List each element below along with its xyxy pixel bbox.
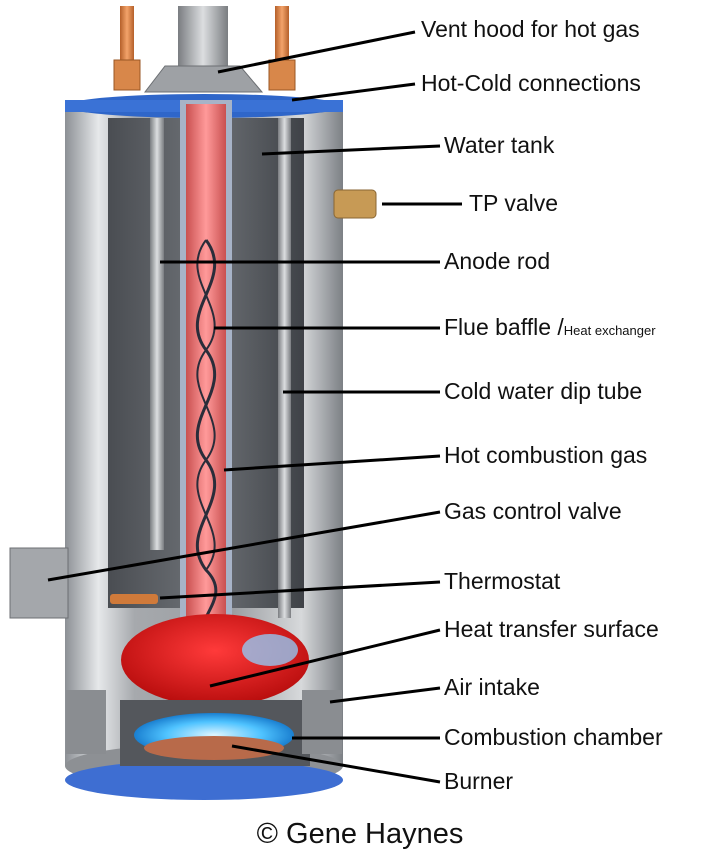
label-thermostat: Thermostat — [444, 568, 561, 594]
dip-tube — [278, 118, 291, 618]
label-flue-baffle-text: Flue baffle / — [444, 314, 564, 340]
label-hot-cold-connections: Hot-Cold connections — [421, 70, 641, 96]
air-intake-left — [66, 690, 106, 754]
gas-control-valve — [9, 547, 69, 619]
hot-water-pipe — [120, 6, 134, 66]
tank-bottom-rim — [65, 760, 343, 800]
cold-water-plume — [242, 634, 298, 666]
label-heat-transfer-surface: Heat transfer surface — [444, 616, 659, 642]
label-heat-exchanger: Heat exchanger — [563, 323, 656, 338]
anode-rod — [150, 118, 164, 550]
flue-gas — [186, 104, 226, 660]
label-dip-tube: Cold water dip tube — [444, 378, 643, 404]
label-anode-rod: Anode rod — [444, 248, 551, 274]
burner — [144, 736, 284, 760]
label-air-intake: Air intake — [444, 674, 540, 700]
copyright-credit: © Gene Haynes — [256, 818, 464, 850]
label-vent-hood: Vent hood for hot gas — [421, 16, 640, 42]
leader-lines — [47, 30, 462, 784]
label-burner: Burner — [444, 768, 514, 794]
label-water-tank: Water tank — [444, 132, 555, 158]
thermostat-probe — [110, 594, 158, 604]
vent-hood — [143, 65, 264, 93]
tp-valve — [333, 189, 377, 219]
label-tp-valve: TP valve — [469, 190, 559, 216]
label-hot-combustion-gas: Hot combustion gas — [444, 442, 648, 468]
label-gas-control-valve: Gas control valve — [444, 498, 622, 524]
vent-stack — [178, 6, 228, 66]
label-flue-baffle: Flue baffle /Heat exchanger — [444, 316, 656, 339]
air-intake-right — [302, 690, 342, 754]
label-combustion-chamber: Combustion chamber — [444, 724, 663, 750]
cold-water-pipe — [275, 6, 289, 66]
